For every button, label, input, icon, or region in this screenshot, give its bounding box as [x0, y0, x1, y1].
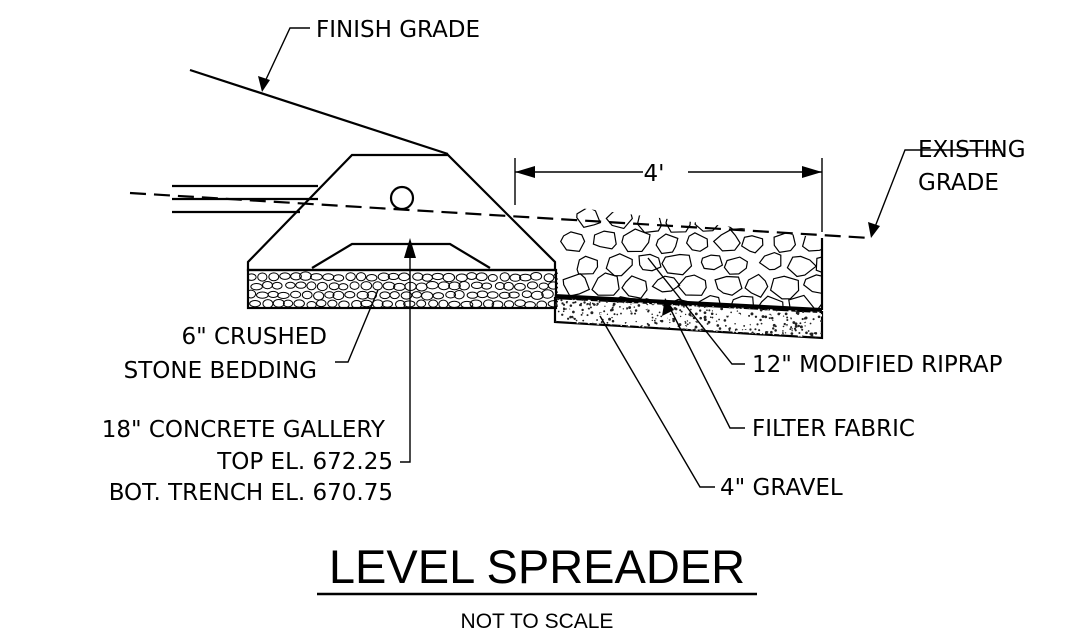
- bedding-label-2: STONE BEDDING: [124, 358, 317, 384]
- bedding-label-1: 6" CRUSHED: [181, 324, 327, 350]
- finish-grade-line: [189, 68, 449, 156]
- gravel-label: 4" GRAVEL: [720, 475, 843, 501]
- existing-grade-label-2: GRADE: [918, 170, 999, 196]
- width-dimension: [514, 158, 823, 232]
- gallery-label-1: 18" CONCRETE GALLERY: [102, 417, 386, 443]
- drawing-subtitle: NOT TO SCALE: [461, 610, 614, 633]
- finish-grade-label: FINISH GRADE: [316, 17, 480, 43]
- drawing-title: LEVEL SPREADER: [329, 540, 745, 593]
- existing-grade-line: [129, 191, 871, 240]
- existing-grade-label-1: EXISTING: [918, 137, 1026, 163]
- gallery-label-3: BOT. TRENCH EL. 670.75: [109, 480, 393, 506]
- filter-fabric-label: FILTER FABRIC: [752, 416, 915, 442]
- riprap-label: 12" MODIFIED RIPRAP: [752, 352, 1003, 378]
- leader-lines: [258, 27, 1000, 488]
- width-dimension-label: 4': [644, 161, 665, 187]
- gallery-label-2: TOP EL. 672.25: [216, 449, 393, 475]
- inlet-pipe: [172, 184, 318, 214]
- crushed-stone-bedding: [246, 268, 558, 310]
- filter-fabric-line: [554, 294, 823, 312]
